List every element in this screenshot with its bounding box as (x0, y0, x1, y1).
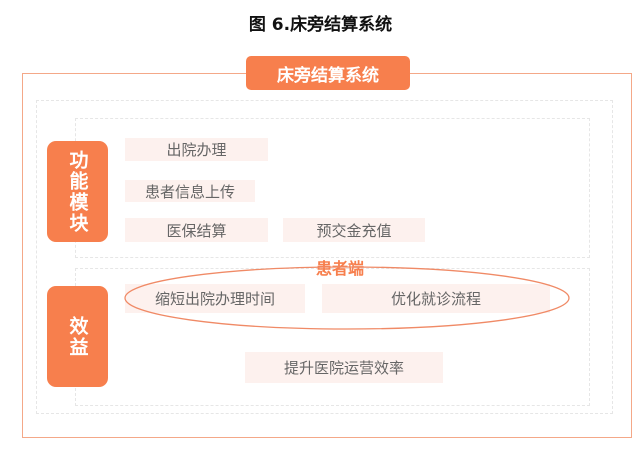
function-item: 出院办理 (125, 138, 268, 161)
figure-title: 图 6.床旁结算系统 (248, 15, 393, 35)
function-item: 预交金充值 (283, 218, 425, 242)
benefit-item: 优化就诊流程 (322, 284, 550, 313)
benefit-item: 提升医院运营效率 (245, 352, 443, 383)
benefits-label: 效益 (47, 286, 108, 387)
patient-side-label: 患者端 (315, 259, 364, 278)
dashed-outer-frame (36, 100, 613, 414)
system-title-box: 床旁结算系统 (246, 56, 410, 90)
function-item: 医保结算 (125, 218, 268, 242)
benefit-item: 缩短出院办理时间 (125, 284, 305, 313)
functions-label: 功能模块 (47, 141, 108, 242)
function-item: 患者信息上传 (125, 180, 255, 202)
